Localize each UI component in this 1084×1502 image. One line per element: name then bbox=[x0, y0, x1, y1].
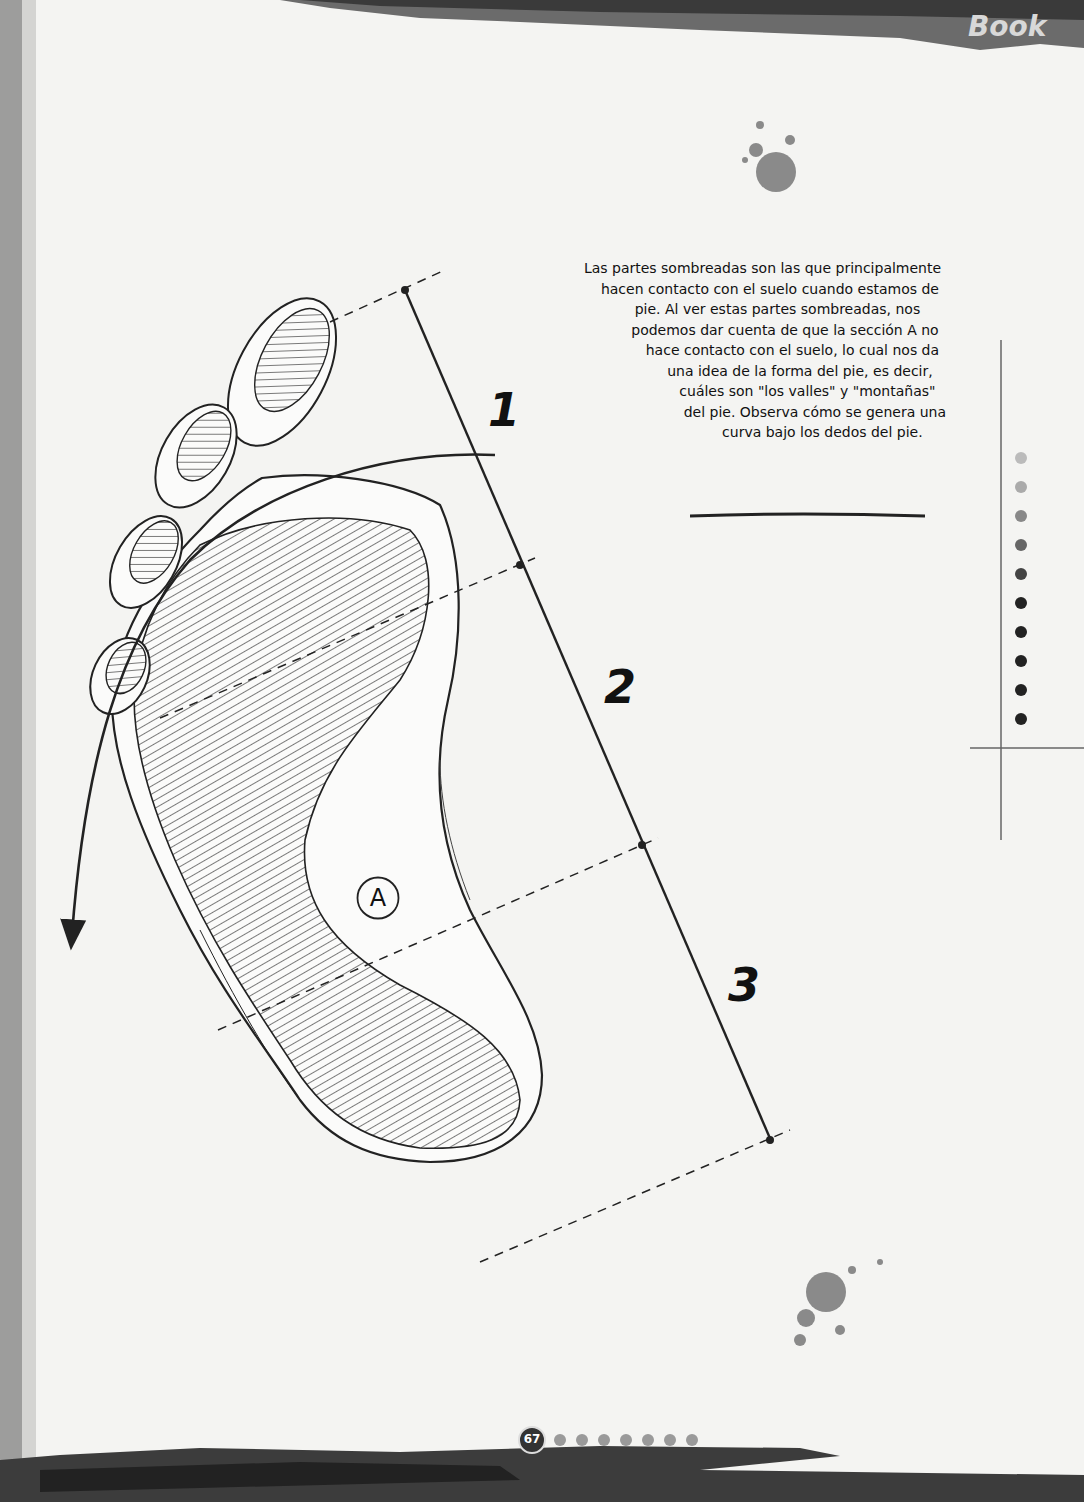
section-circle: A bbox=[356, 876, 400, 920]
text-wedge bbox=[560, 258, 730, 488]
section-number: 3 bbox=[728, 960, 760, 1011]
page-number: 67 bbox=[524, 1433, 541, 1446]
header-word: Book bbox=[968, 12, 1046, 43]
section-letter: A bbox=[370, 886, 386, 910]
note-paragraph: Las partes sombreadas son las que princi… bbox=[560, 258, 948, 488]
section-number: 2 bbox=[604, 662, 636, 713]
section-number: 1 bbox=[488, 385, 520, 436]
